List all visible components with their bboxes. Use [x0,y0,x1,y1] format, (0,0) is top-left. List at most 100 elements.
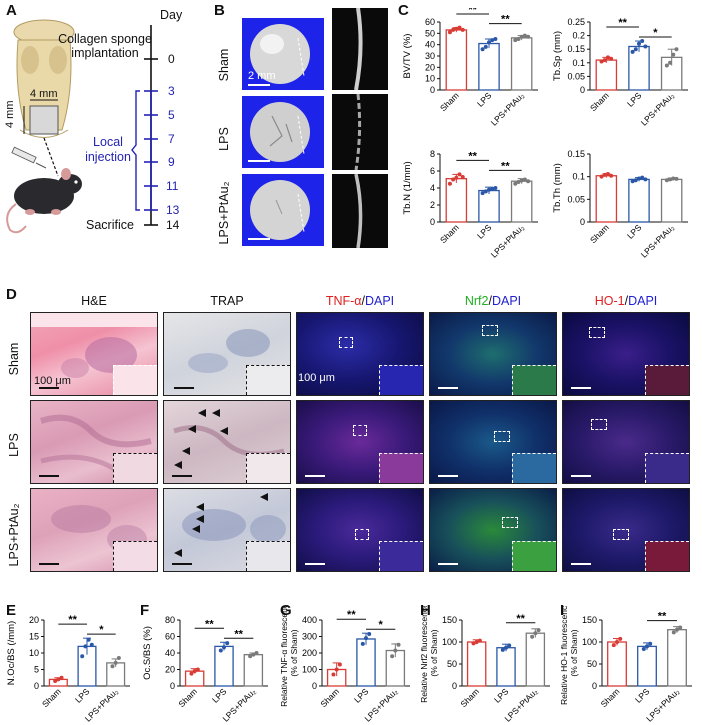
tile-tnf-lps [296,400,424,484]
bar [595,59,618,91]
y-tick-label: 50 [587,659,597,669]
col-trap-label: TRAP [210,294,244,308]
y-axis-label: Tb.Sp (mm) [552,31,563,81]
x-tick-label: Sham [438,90,461,113]
data-point [678,625,683,630]
microct-3d-lps [242,96,324,168]
data-point [664,63,669,68]
panel-label-f: F [140,602,150,619]
data-point [536,628,541,633]
x-tick-label: LPS [625,90,644,109]
day-14: 14 [166,218,180,232]
y-tick-label: 0.25 [567,17,585,27]
data-point [605,171,610,176]
panel-d-row-lps-ptau: LPS+PtAu₂ [7,503,21,567]
data-point [602,172,607,177]
data-point [116,655,121,660]
significance-label: ** [516,613,525,625]
tile-tnf-sham [296,312,424,396]
data-point [671,176,676,181]
data-point [640,175,645,180]
data-point [337,662,342,667]
tile-nrf2-sham [429,312,557,396]
y-tick-label: 0 [580,217,585,227]
y-tick-label: 30 [425,51,435,61]
data-point [500,647,505,652]
col-tnf-slash: / [361,294,365,308]
data-point [451,177,456,182]
data-point [609,56,614,61]
data-point [364,636,368,641]
data-point [516,37,521,41]
y-tick-label: 0 [312,681,317,691]
y-tick-label: 200 [302,648,317,658]
data-point [633,178,638,183]
data-point [493,37,498,41]
col-nrf2-dapi: DAPI [491,294,522,308]
data-point [526,179,531,184]
bar [607,641,627,687]
mouse-illustration [6,168,82,234]
data-point [533,631,538,636]
col-ho1-slash: / [624,294,629,308]
data-point [522,177,527,182]
y-tick-label: 60 [425,17,435,27]
col-nrf2: Nrf2/DAPI [429,294,557,308]
y-tick-label: 100 [302,665,317,675]
y-tick-label: 0.05 [567,194,585,204]
y-axis-label: Tb.N (1/mm) [402,161,413,214]
panel-label-c: C [398,2,409,19]
y-tick-label: 0 [452,681,457,691]
implantation-label: implantation [71,46,139,60]
scale-2mm: 2 mm [248,70,276,82]
y-tick-label: 300 [302,632,317,642]
bar [445,29,468,91]
data-point [487,40,491,45]
y-axis-label-unit: (% of Sham) [289,629,299,676]
y-tick-label: 0 [592,681,597,691]
y-axis-label: Relative TNF-α fluorescence [279,606,289,707]
data-point [615,640,619,644]
x-tick-label: Sham [176,686,199,709]
local-label: Local [93,135,123,149]
data-point [674,176,679,181]
data-point [640,39,645,44]
y-tick-label: 0.05 [567,71,585,81]
significance-label: * [99,624,104,636]
col-ho1-dapi: DAPI [628,294,658,308]
data-point [451,27,456,32]
data-point [192,669,197,674]
y-axis-label: Tb.Th (mm) [552,163,563,213]
y-tick-label: 80 [165,615,175,625]
data-point [611,643,616,648]
data-point [493,186,498,190]
tile-nrf2-lps-ptau [429,488,557,572]
bar [466,641,487,687]
y-tick-label: 4 [430,183,435,193]
y-tick-label: 0.15 [567,44,585,54]
significance-label: ** [347,609,356,621]
data-point [602,58,607,63]
bar [628,178,650,223]
data-point [471,641,476,646]
data-point [513,181,518,186]
data-point [643,44,648,49]
y-tick-label: 50 [447,659,457,669]
data-point [674,47,679,52]
y-axis-label: N.Oc/BS (/mm) [6,621,17,685]
x-tick-label: Sham [588,222,611,245]
y-axis-label: Relative HO-1 fluorescence [559,606,569,705]
significance-label: ** [468,8,477,16]
y-axis-label-unit: (% of Sham) [429,629,439,676]
panel-label-h: H [420,602,431,619]
data-point [86,637,91,642]
y-tick-label: 20 [425,62,435,72]
y-tick-label: 0 [170,681,175,691]
significance-label: ** [658,611,667,623]
y-tick-label: 0 [430,217,435,227]
data-point [251,652,256,657]
data-point [605,55,610,60]
